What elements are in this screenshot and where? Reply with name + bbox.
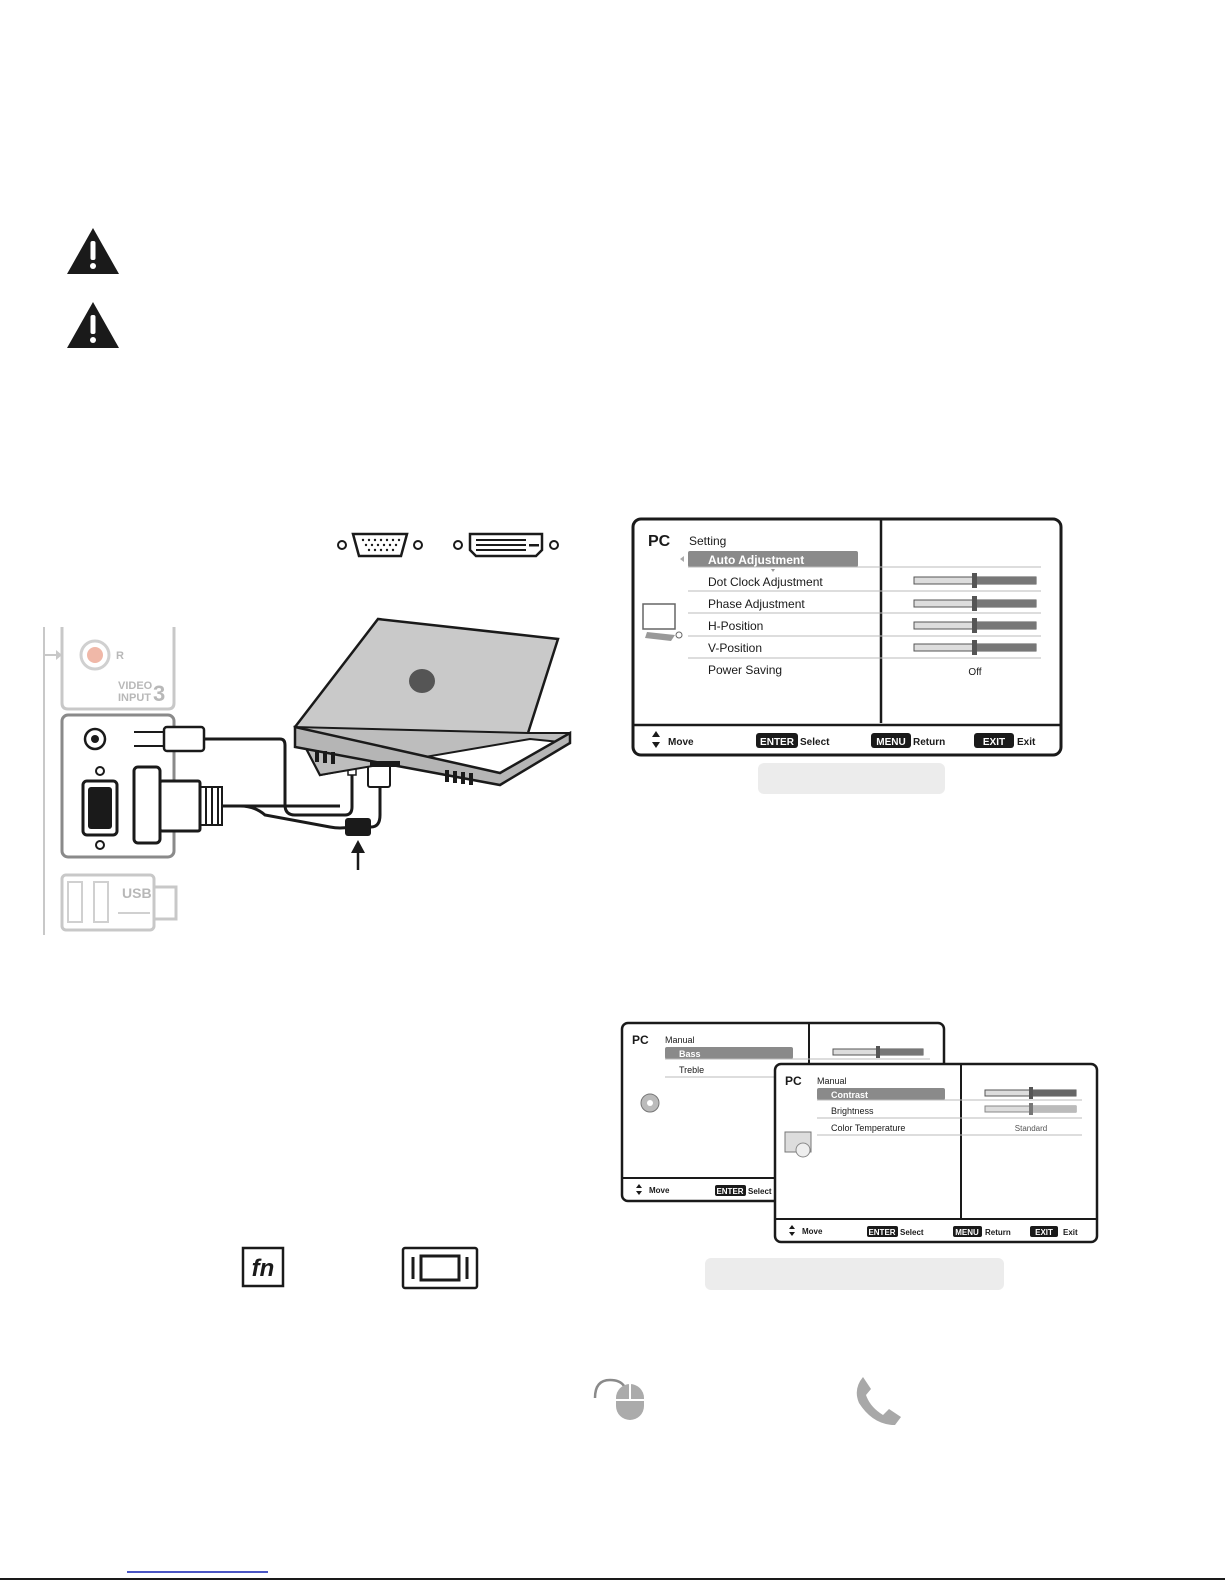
menu-subtitle: Manual bbox=[817, 1076, 847, 1086]
picture-manual-menu: PC Manual Contrast Brightness Color Temp… bbox=[773, 1062, 1099, 1245]
page-bottom-rule bbox=[0, 1578, 1225, 1580]
picture-manual-menu-frame: PC Manual Contrast Brightness Color Temp… bbox=[773, 1062, 1099, 1244]
menu-item-brightness[interactable]: Brightness bbox=[831, 1106, 874, 1116]
display-key-icon bbox=[401, 1246, 479, 1290]
footer-enter-key: ENTER bbox=[716, 1187, 743, 1196]
menu-title: PC bbox=[648, 533, 671, 550]
footer-enter-key: ENTER bbox=[760, 737, 795, 748]
menu-subtitle: Manual bbox=[665, 1035, 695, 1045]
audio-r-label: R bbox=[116, 650, 124, 662]
menu-title: PC bbox=[632, 1033, 649, 1047]
footer-exit: Exit bbox=[1017, 737, 1036, 748]
video-input-word: INPUT bbox=[118, 692, 151, 704]
vga-port-icon bbox=[337, 532, 423, 558]
fn-key-label: fn bbox=[252, 1255, 275, 1282]
video-input-number: 3 bbox=[153, 681, 165, 706]
footer-select: Select bbox=[900, 1228, 924, 1237]
warning-icon bbox=[67, 302, 119, 348]
slider-h-position bbox=[913, 618, 1037, 633]
footnote-link-underline[interactable] bbox=[127, 1571, 268, 1573]
footer-select: Select bbox=[800, 737, 830, 748]
menu-item-contrast[interactable]: Contrast bbox=[831, 1090, 868, 1100]
footer-exit-key: EXIT bbox=[1035, 1228, 1053, 1237]
menu-item-dot-clock[interactable]: Dot Clock Adjustment bbox=[708, 575, 823, 589]
picture-icon bbox=[784, 1131, 812, 1158]
dvi-port-icon bbox=[453, 532, 559, 558]
menu-item-treble[interactable]: Treble bbox=[679, 1065, 704, 1075]
menu-item-bass[interactable]: Bass bbox=[679, 1049, 701, 1059]
video-input-label: VIDEO bbox=[118, 680, 153, 692]
usb-label: USB bbox=[122, 885, 152, 901]
slider-contrast bbox=[984, 1087, 1077, 1099]
speaker-icon bbox=[640, 1093, 660, 1113]
caption-bar bbox=[758, 763, 945, 794]
pc-setting-menu-frame: PC Setting Auto Adjustment Dot Clock Adj… bbox=[631, 517, 1063, 757]
color-temperature-value: Standard bbox=[1015, 1124, 1047, 1133]
slider-bass bbox=[832, 1046, 924, 1058]
move-up-icon bbox=[652, 731, 660, 737]
menu-item-h-position[interactable]: H-Position bbox=[708, 619, 763, 633]
move-up-icon bbox=[636, 1184, 642, 1188]
warning-icon bbox=[67, 228, 119, 274]
menu-subtitle: Setting bbox=[689, 534, 726, 548]
menu-item-auto-adjustment[interactable]: Auto Adjustment bbox=[708, 553, 804, 567]
footer-exit: Exit bbox=[1063, 1228, 1078, 1237]
pc-setting-menu: PC Setting Auto Adjustment Dot Clock Adj… bbox=[631, 517, 1063, 759]
power-saving-value: Off bbox=[968, 667, 981, 678]
caption-bar bbox=[705, 1258, 1004, 1290]
footer-enter-key: ENTER bbox=[868, 1228, 895, 1237]
footer-return: Return bbox=[913, 737, 945, 748]
fn-key-icon: fn bbox=[241, 1246, 285, 1288]
move-down-icon bbox=[636, 1191, 642, 1195]
menu-title: PC bbox=[785, 1074, 802, 1088]
menu-item-phase[interactable]: Phase Adjustment bbox=[708, 597, 805, 611]
slider-phase bbox=[913, 596, 1037, 611]
footer-return: Return bbox=[985, 1228, 1011, 1237]
move-down-icon bbox=[789, 1232, 795, 1236]
phone-icon bbox=[856, 1377, 901, 1425]
footer-move: Move bbox=[649, 1186, 670, 1195]
slider-brightness bbox=[984, 1103, 1077, 1115]
footer-menu-key: MENU bbox=[876, 737, 905, 748]
footer-select: Select bbox=[748, 1187, 772, 1196]
move-down-icon bbox=[652, 742, 660, 748]
move-up-icon bbox=[789, 1225, 795, 1229]
footer-menu-key: MENU bbox=[955, 1228, 979, 1237]
monitor-icon bbox=[642, 603, 683, 641]
slider-dot-clock bbox=[913, 573, 1037, 588]
menu-item-v-position[interactable]: V-Position bbox=[708, 641, 762, 655]
footer-exit-key: EXIT bbox=[983, 737, 1005, 748]
menu-item-power-saving[interactable]: Power Saving bbox=[708, 663, 782, 677]
footer-move: Move bbox=[802, 1227, 823, 1236]
mouse-icon bbox=[593, 1378, 644, 1420]
slider-v-position bbox=[913, 640, 1037, 655]
footer-move: Move bbox=[668, 737, 694, 748]
connection-diagram: R VIDEO INPUT 3 USB bbox=[43, 617, 572, 935]
menu-item-color-temperature[interactable]: Color Temperature bbox=[831, 1123, 905, 1133]
